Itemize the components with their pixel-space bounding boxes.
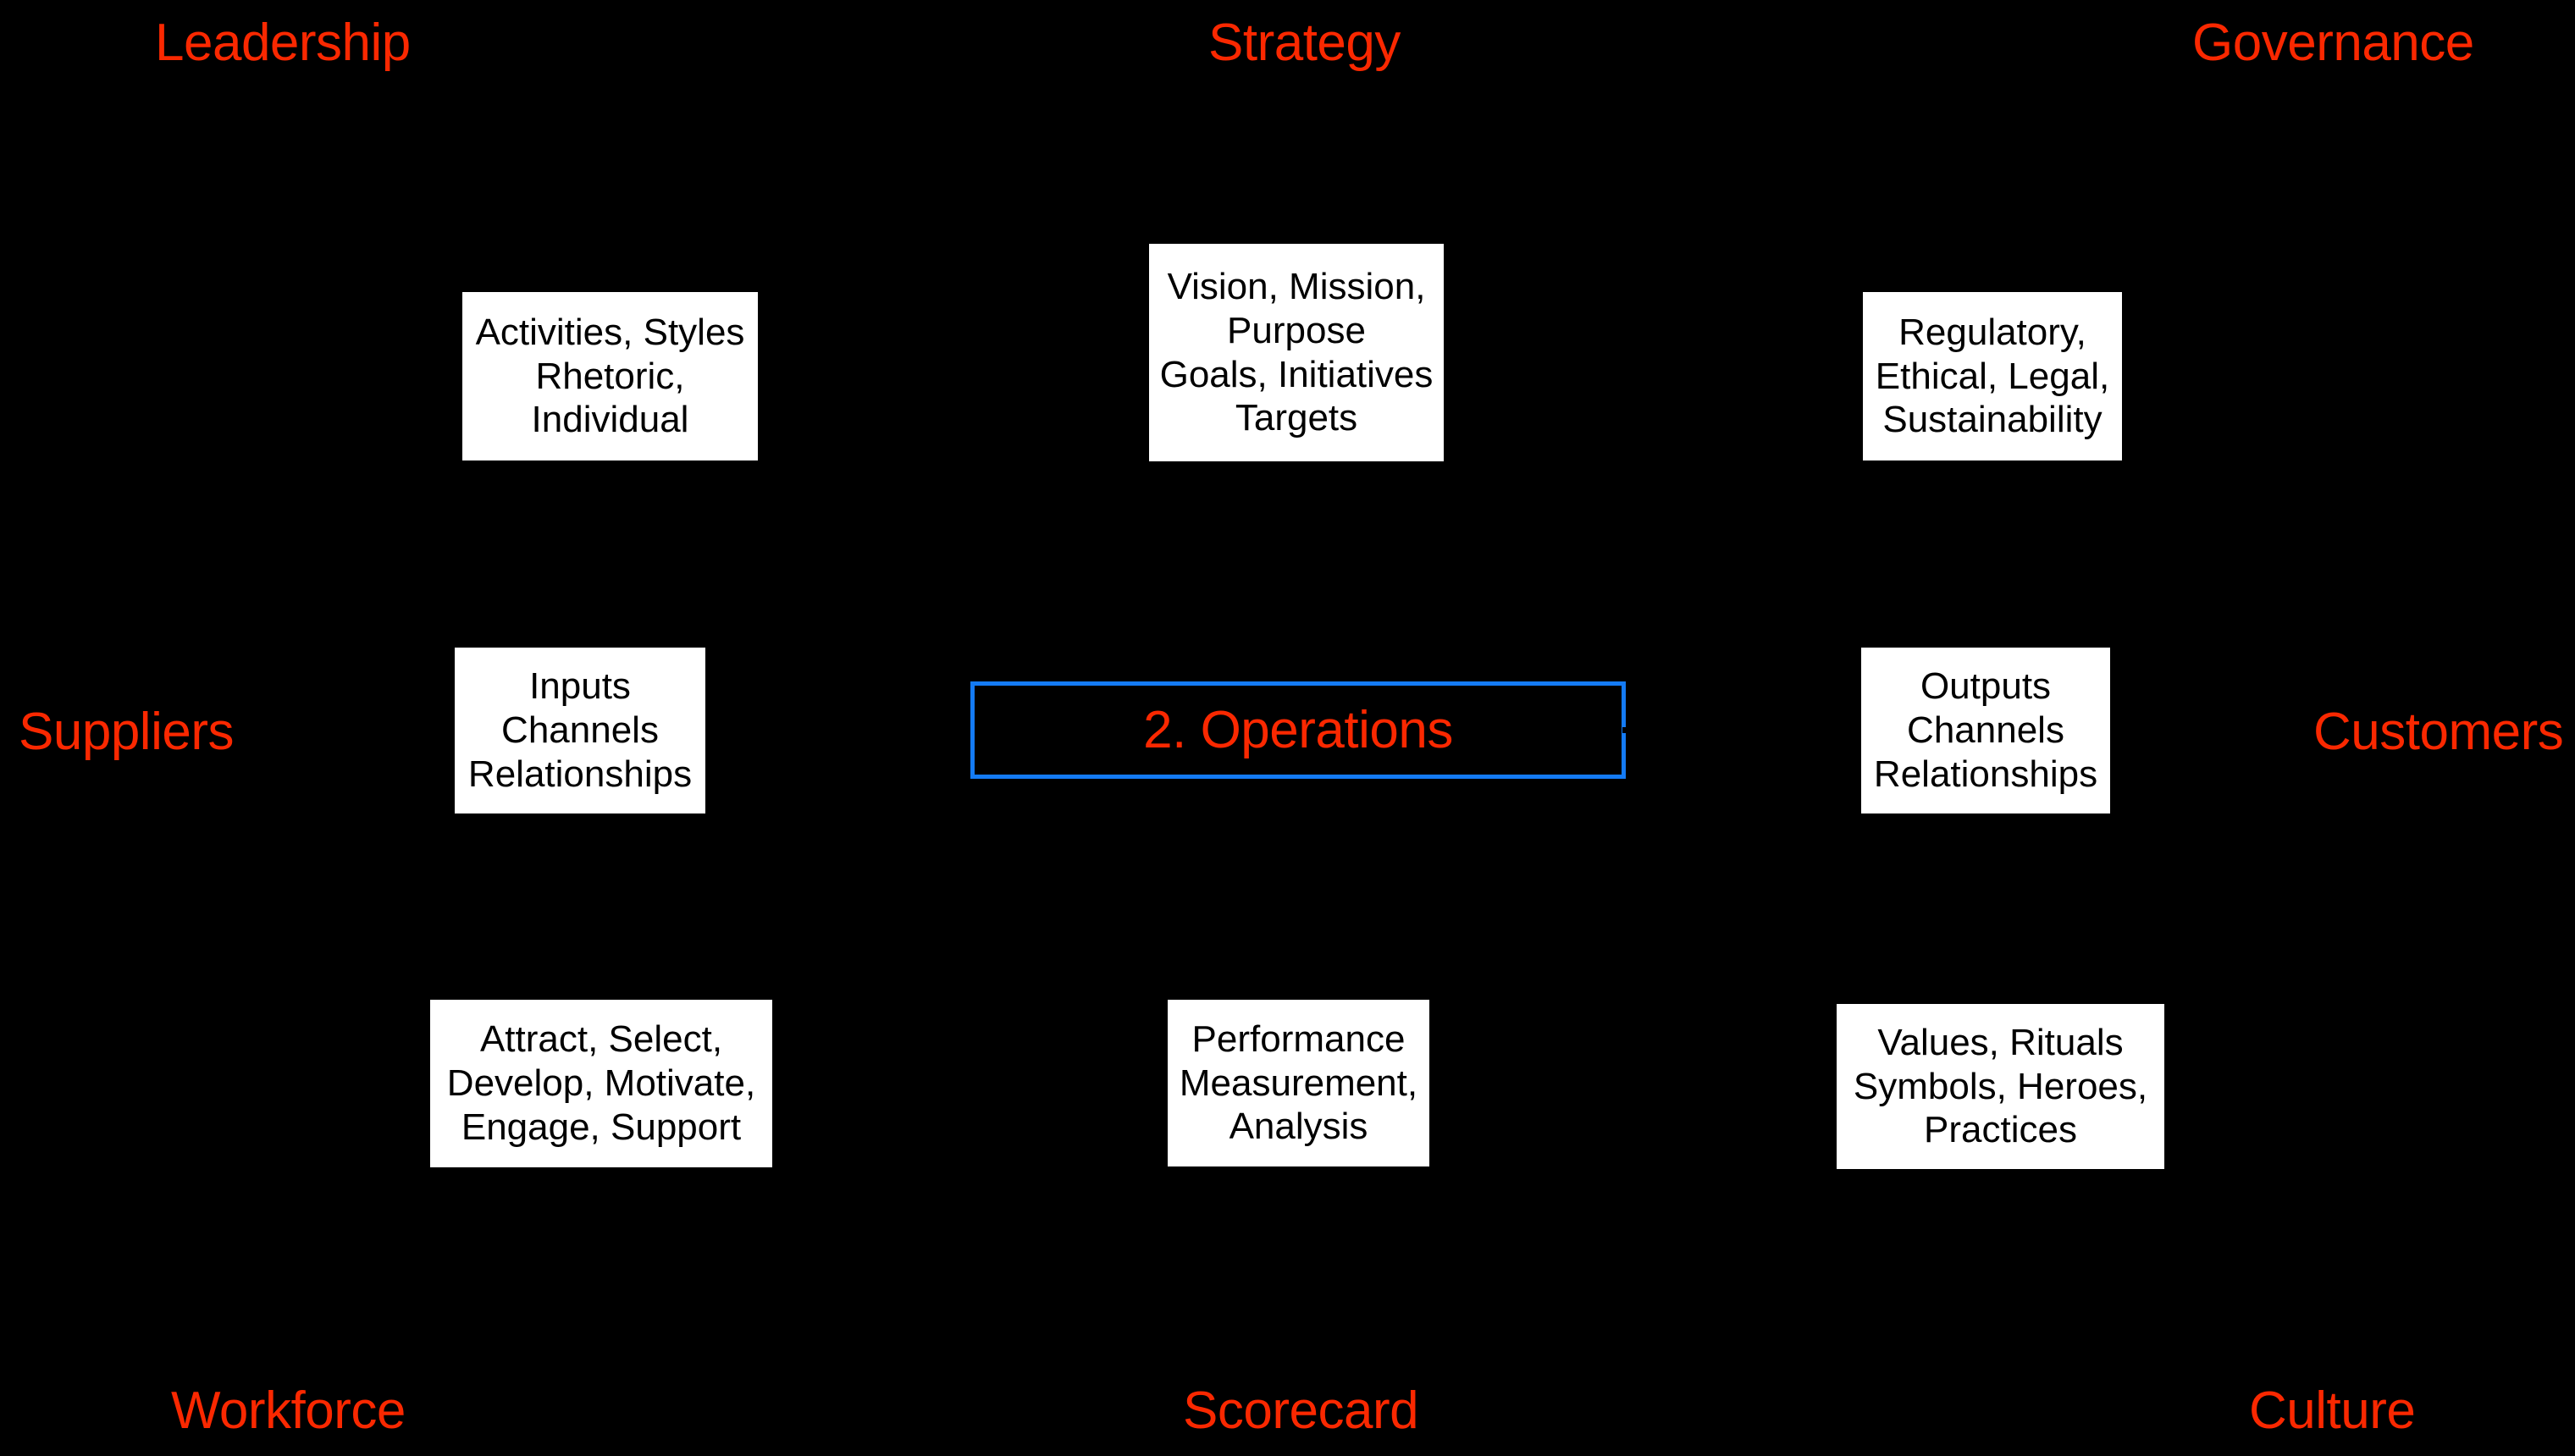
content-box-suppliers: Inputs Channels Relationships xyxy=(455,648,705,813)
content-line: Values, Rituals xyxy=(1877,1021,2124,1063)
content-line: Relationships xyxy=(467,753,693,795)
content-line: Goals, Initiatives xyxy=(1159,353,1434,395)
content-box-culture: Values, Rituals Symbols, Heroes, Practic… xyxy=(1837,1004,2164,1169)
content-line: Practices xyxy=(1924,1109,2077,1151)
perimeter-label-governance: Governance xyxy=(2192,14,2474,72)
content-line: Channels xyxy=(501,709,659,752)
content-box-leadership: Activities, Styles Rhetoric, Individual xyxy=(462,292,758,461)
content-line: Targets xyxy=(1235,397,1358,439)
perimeter-label-strategy: Strategy xyxy=(1208,14,1401,72)
perimeter-label-suppliers: Suppliers xyxy=(19,703,234,761)
content-line: Measurement, xyxy=(1179,1062,1418,1104)
content-line: Activities, Styles xyxy=(475,311,745,353)
content-line: Relationships xyxy=(1873,753,2098,795)
content-line: Symbols, Heroes, xyxy=(1853,1065,2148,1107)
perimeter-label-scorecard: Scorecard xyxy=(1183,1382,1419,1440)
content-line: Channels xyxy=(1907,709,2064,752)
content-line: Ethical, Legal, xyxy=(1875,355,2110,397)
operations-box-right-connector-tick xyxy=(1622,727,1628,733)
content-line: Rhetoric, xyxy=(535,355,685,397)
content-line: Vision, Mission, xyxy=(1167,265,1426,307)
content-line: Inputs xyxy=(529,665,631,708)
content-line: Engage, Support xyxy=(461,1106,742,1148)
content-box-scorecard: Performance Measurement, Analysis xyxy=(1168,1000,1429,1166)
content-line: Outputs xyxy=(1920,665,2052,708)
perimeter-label-leadership: Leadership xyxy=(155,14,411,72)
content-line: Attract, Select, xyxy=(479,1018,723,1061)
content-line: Individual xyxy=(531,399,689,441)
perimeter-label-culture: Culture xyxy=(2249,1382,2416,1440)
content-line: Regulatory, xyxy=(1898,311,2086,353)
content-box-customers: Outputs Channels Relationships xyxy=(1861,648,2110,813)
content-line: Develop, Motivate, xyxy=(446,1062,756,1105)
operations-label: 2. Operations xyxy=(1143,700,1453,759)
operations-highlight-box[interactable]: 2. Operations xyxy=(970,681,1626,779)
content-line: Performance xyxy=(1191,1018,1406,1060)
content-line: Sustainability xyxy=(1882,399,2103,441)
content-box-governance: Regulatory, Ethical, Legal, Sustainabili… xyxy=(1863,292,2122,461)
content-box-workforce: Attract, Select, Develop, Motivate, Enga… xyxy=(430,1000,772,1167)
content-line: Purpose xyxy=(1227,309,1366,351)
content-line: Analysis xyxy=(1229,1106,1368,1148)
content-box-strategy: Vision, Mission, Purpose Goals, Initiati… xyxy=(1149,244,1444,461)
perimeter-label-workforce: Workforce xyxy=(171,1382,406,1440)
perimeter-label-customers: Customers xyxy=(2313,703,2564,761)
